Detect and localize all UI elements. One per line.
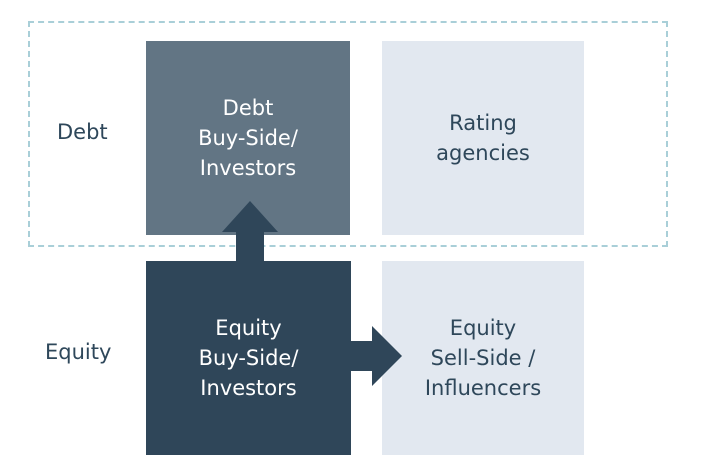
box-rating-agencies: Rating agencies	[382, 41, 584, 235]
box-text-line: Investors	[200, 376, 297, 400]
box-text-line: Investors	[199, 156, 297, 180]
box-text-line: Rating	[449, 111, 517, 135]
box-equity-buy-side-investors: Equity Buy-Side/ Investors	[146, 261, 351, 455]
box-equity-sell-side-influencers: Equity Sell-Side / Influencers	[382, 261, 584, 455]
box-text-line: Sell-Side /	[430, 346, 536, 370]
box-debt-buy-side-investors: Debt Buy-Side/ Investors	[146, 41, 350, 235]
box-text-line: agencies	[436, 141, 530, 165]
box-text-line: Debt	[222, 96, 274, 120]
box-text-line: Influencers	[424, 376, 542, 400]
row-label-debt: Debt	[57, 120, 108, 144]
box-text-line: Equity	[449, 316, 517, 340]
box-text-line: Buy-Side/	[198, 346, 299, 370]
row-label-equity: Equity	[45, 340, 112, 364]
box-text-line: Equity	[215, 316, 282, 340]
debt-group-dashed-region	[28, 21, 668, 247]
box-text-line: Buy-Side/	[198, 126, 298, 150]
